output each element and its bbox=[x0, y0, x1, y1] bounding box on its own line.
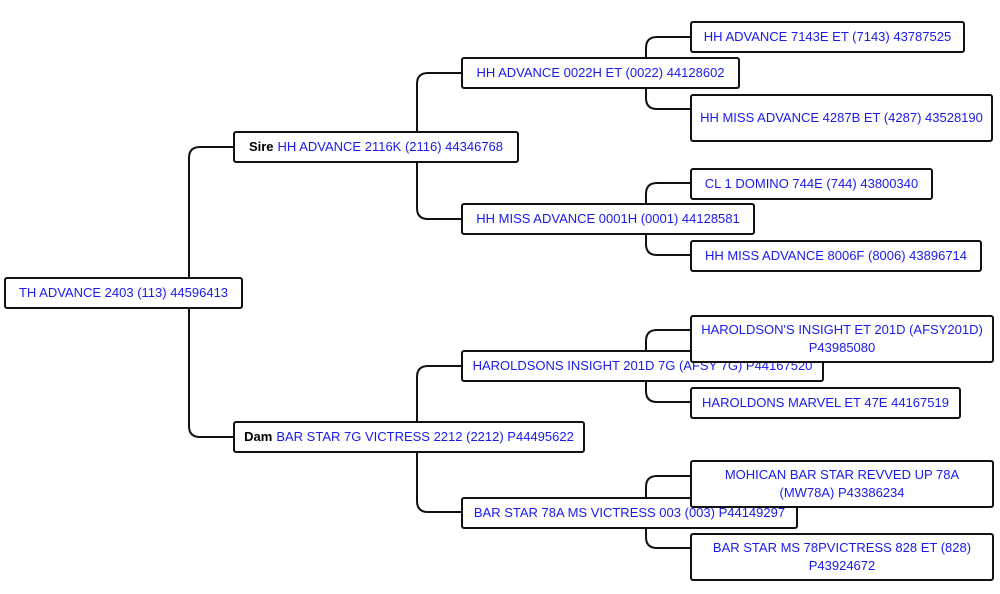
sire-node[interactable]: Sire HH ADVANCE 2116K (2116) 44346768 bbox=[233, 131, 519, 163]
connector-ds bbox=[645, 329, 690, 403]
dam-role-label: Dam bbox=[244, 429, 273, 444]
ds-dam-name[interactable]: HAROLDONS MARVEL ET 47E 44167519 bbox=[702, 395, 949, 410]
dd-dam-name[interactable]: BAR STAR MS 78PVICTRESS 828 ET (828) P43… bbox=[712, 540, 972, 573]
paternal-grandsire-node[interactable]: HH ADVANCE 0022H ET (0022) 44128602 bbox=[461, 57, 740, 89]
dam-name[interactable]: BAR STAR 7G VICTRESS 2212 (2212) P444956… bbox=[276, 429, 574, 444]
connector-ss bbox=[645, 36, 690, 110]
sire-name[interactable]: HH ADVANCE 2116K (2116) 44346768 bbox=[277, 139, 504, 154]
sd-sire-name[interactable]: CL 1 DOMINO 744E (744) 43800340 bbox=[704, 176, 919, 191]
subject-name[interactable]: TH ADVANCE 2403 (113) 44596413 bbox=[18, 285, 229, 300]
dd-sire-name[interactable]: MOHICAN BAR STAR REVVED UP 78A (MW78A) P… bbox=[724, 467, 960, 500]
ss-sire-name[interactable]: HH ADVANCE 7143E ET (7143) 43787525 bbox=[703, 29, 952, 44]
paternal-granddam-node[interactable]: HH MISS ADVANCE 0001H (0001) 44128581 bbox=[461, 203, 755, 235]
sd-dam-name[interactable]: HH MISS ADVANCE 8006F (8006) 43896714 bbox=[704, 248, 968, 263]
ds-sire-name[interactable]: HAROLDSON'S INSIGHT ET 201D (AFSY201D) P… bbox=[701, 322, 983, 355]
connector-sd bbox=[645, 182, 690, 256]
ds-dam-node[interactable]: HAROLDONS MARVEL ET 47E 44167519 bbox=[690, 387, 961, 419]
ss-dam-node[interactable]: HH MISS ADVANCE 4287B ET (4287) 43528190 bbox=[690, 94, 993, 142]
maternal-granddam-name[interactable]: BAR STAR 78A MS VICTRESS 003 (003) P4414… bbox=[473, 505, 786, 520]
sd-sire-node[interactable]: CL 1 DOMINO 744E (744) 43800340 bbox=[690, 168, 933, 200]
ss-dam-name[interactable]: HH MISS ADVANCE 4287B ET (4287) 43528190 bbox=[700, 110, 983, 125]
connector-dam bbox=[416, 365, 461, 513]
paternal-grandsire-name[interactable]: HH ADVANCE 0022H ET (0022) 44128602 bbox=[476, 65, 725, 80]
paternal-granddam-name[interactable]: HH MISS ADVANCE 0001H (0001) 44128581 bbox=[476, 211, 740, 226]
subject-node[interactable]: TH ADVANCE 2403 (113) 44596413 bbox=[4, 277, 243, 309]
dd-dam-node[interactable]: BAR STAR MS 78PVICTRESS 828 ET (828) P43… bbox=[690, 533, 994, 581]
sd-dam-node[interactable]: HH MISS ADVANCE 8006F (8006) 43896714 bbox=[690, 240, 982, 272]
connector-dd bbox=[645, 475, 690, 549]
connector-subject bbox=[188, 146, 233, 438]
sire-role-label: Sire bbox=[248, 139, 274, 154]
ds-sire-node[interactable]: HAROLDSON'S INSIGHT ET 201D (AFSY201D) P… bbox=[690, 315, 994, 363]
dd-sire-node[interactable]: MOHICAN BAR STAR REVVED UP 78A (MW78A) P… bbox=[690, 460, 994, 508]
maternal-granddam-node[interactable]: BAR STAR 78A MS VICTRESS 003 (003) P4414… bbox=[461, 497, 798, 529]
ss-sire-node[interactable]: HH ADVANCE 7143E ET (7143) 43787525 bbox=[690, 21, 965, 53]
connector-sire bbox=[416, 72, 461, 220]
dam-node[interactable]: Dam BAR STAR 7G VICTRESS 2212 (2212) P44… bbox=[233, 421, 585, 453]
